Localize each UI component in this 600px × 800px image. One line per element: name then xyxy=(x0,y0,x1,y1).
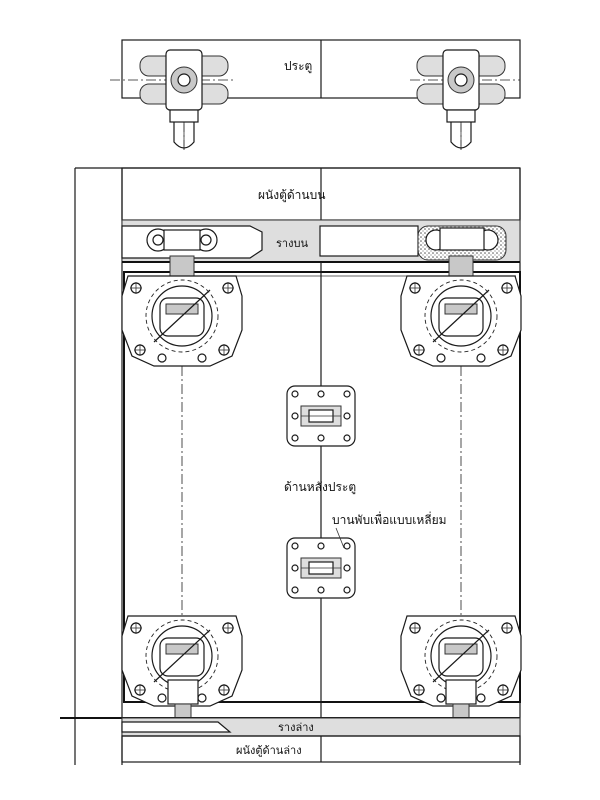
right-wheel-carriage xyxy=(416,49,506,149)
upper-rail-label: รางบน xyxy=(276,237,308,250)
upper-left-roller-plate xyxy=(121,275,243,367)
back-of-door-label: ด้านหลังประตู xyxy=(284,480,356,495)
door-body xyxy=(123,271,521,703)
upper-wall-label: ผนังตู้ด้านบน xyxy=(258,188,325,203)
top-view xyxy=(110,39,521,150)
hinge-label: บานพับเพื่อแบบเหลี่ยม xyxy=(332,511,447,527)
left-wheel-carriage xyxy=(139,49,229,149)
back-view xyxy=(60,167,522,765)
upper-right-roller-plate xyxy=(400,275,522,367)
lower-square-hinge xyxy=(286,537,356,599)
door-label: ประตู xyxy=(284,59,312,74)
upper-square-hinge xyxy=(286,385,356,447)
lower-rail-label: รางล่าง xyxy=(278,721,314,734)
lower-wall-label: ผนังตู้ด้านล่าง xyxy=(236,744,302,757)
